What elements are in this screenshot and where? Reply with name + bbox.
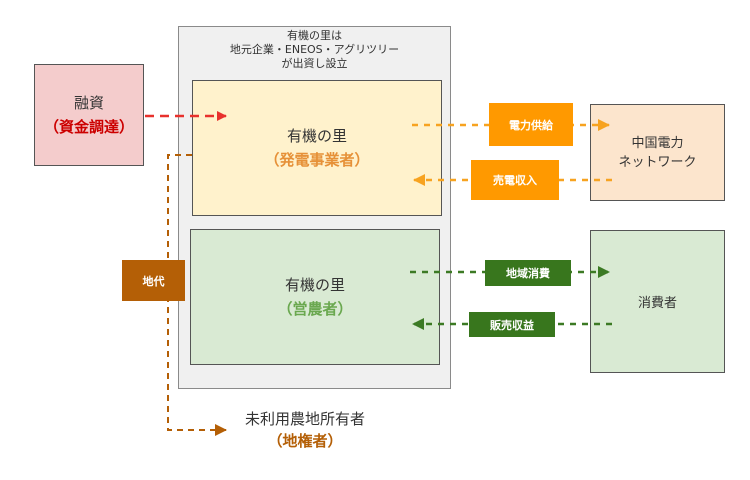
power-producer-title: 有機の里 [286,127,347,145]
farm-operator-box: 有機の里 （営農者） [190,229,440,365]
grid-company-line-2: ネットワーク [618,154,697,170]
financing-title: 融資 [73,94,104,112]
landowner: 未利用農地所有者 （地権者） [240,408,370,452]
caption-line-3: が出資し設立 [281,57,348,70]
container-caption: 有機の里は 地元企業・ENEOS・アグリツリー が出資し設立 [179,29,450,71]
power-supply-label: 電力供給 [489,103,573,146]
caption-line-1: 有機の里は [287,29,342,42]
financing-subtitle: （資金調達） [43,118,134,136]
farm-operator-subtitle: （営農者） [277,300,353,318]
power-sales-label: 売電収入 [471,160,559,200]
financing-box: 融資 （資金調達） [34,64,144,166]
grid-company-line-1: 中国電力 [631,135,684,151]
land-rent-arrow [167,154,227,436]
consumer-title: 消費者 [637,296,677,311]
land-rent-label: 地代 [122,260,185,301]
power-producer-box: 有機の里 （発電事業者） [192,80,442,216]
landowner-subtitle: （地権者） [267,432,343,450]
local-consumption-label: 地域消費 [485,260,571,286]
power-producer-subtitle: （発電事業者） [264,151,370,169]
landowner-title: 未利用農地所有者 [244,410,365,428]
sales-revenue-label: 販売収益 [469,312,555,337]
farm-operator-title: 有機の里 [284,276,345,294]
caption-line-2: 地元企業・ENEOS・アグリツリー [229,43,400,56]
grid-company-box: 中国電力 ネットワーク [590,104,725,201]
consumer-box: 消費者 [590,230,725,373]
